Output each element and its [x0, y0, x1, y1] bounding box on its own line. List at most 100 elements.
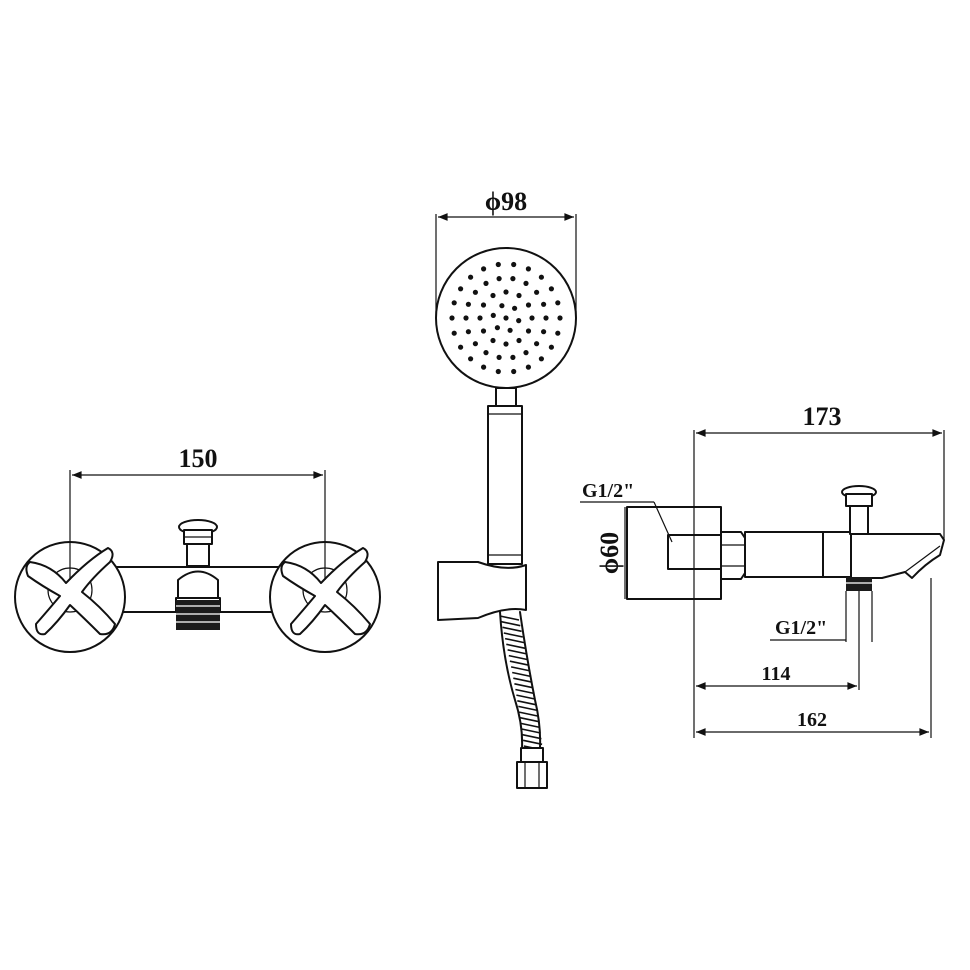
nozzle-dot: [511, 305, 518, 311]
hose-ridge: [521, 728, 541, 734]
side-view: 173 G1/2" ϕ60 G1/2" 114: [580, 402, 945, 738]
nozzle-dot: [472, 341, 478, 347]
nozzle-dot: [503, 341, 509, 347]
hose-connector-nut: [516, 747, 548, 789]
nozzle-dot: [468, 356, 474, 362]
hose-ridge: [516, 694, 536, 700]
nozzle-dot: [507, 327, 513, 333]
nozzle-dot: [541, 301, 547, 307]
hose-ridge: [503, 632, 523, 638]
nozzle-dot: [523, 350, 529, 356]
nozzle-dot: [503, 315, 509, 321]
inlet-thread-callout: G1/2": [580, 480, 673, 543]
side-diverter: [841, 485, 877, 535]
dimension-label-162: 162: [797, 709, 827, 731]
hose-ridge: [522, 733, 542, 740]
hose-ridge: [517, 700, 537, 706]
nozzle-dot: [480, 328, 487, 334]
nozzle-dot: [503, 289, 509, 295]
nozzle-dot: [523, 280, 529, 286]
hose-ridge: [508, 654, 528, 661]
nozzle-dot: [548, 286, 555, 292]
nozzle-dot: [529, 315, 535, 321]
hand-shower-view: ϕ98: [435, 187, 577, 789]
shower-head: [435, 247, 577, 389]
nozzle-dot: [495, 261, 501, 268]
nozzle-dot: [451, 330, 457, 336]
nozzle-dot: [481, 364, 487, 370]
nozzle-dot: [463, 315, 469, 321]
shower-hose: [499, 611, 543, 751]
dimension-162: 162: [695, 578, 932, 738]
nozzle-dot: [510, 276, 516, 282]
shower-holder: [437, 561, 527, 621]
dimension-label-60: ϕ60: [595, 532, 624, 574]
nozzle-dot: [490, 337, 496, 344]
nozzle-dot: [516, 337, 522, 344]
nozzle-dot: [548, 344, 555, 350]
nozzle-dot: [449, 315, 455, 321]
nozzle-dot: [483, 280, 489, 286]
nozzle-dot: [541, 329, 547, 335]
nozzle-dot: [543, 315, 549, 321]
nozzle-dot: [525, 302, 532, 308]
dimension-diameter-98: ϕ98: [435, 187, 577, 318]
hose-ridge: [513, 677, 533, 683]
nozzle-dot: [496, 276, 502, 282]
hose-ridge: [504, 637, 525, 644]
dimension-diameter-60: ϕ60: [595, 507, 626, 599]
dimension-150: 150: [69, 444, 326, 580]
nozzle-dot: [516, 292, 522, 299]
hose-ridge: [518, 705, 538, 712]
nozzle-dot: [495, 368, 501, 375]
dimension-label-98: ϕ98: [485, 187, 527, 216]
dimension-label-173: 173: [803, 402, 842, 431]
hose-ridge: [519, 716, 540, 723]
hose-ridge: [520, 722, 540, 729]
hose-ridge: [499, 615, 520, 621]
nozzle-dot: [480, 302, 487, 308]
nozzle-dot: [458, 286, 464, 292]
right-cross-handle: [269, 541, 381, 653]
hose-ridge: [506, 643, 526, 650]
nozzle-dot: [483, 350, 489, 356]
nozzle-dot: [511, 368, 517, 375]
hose-ridge: [518, 711, 539, 717]
nozzle-dot: [465, 301, 471, 307]
dimension-173: 173: [693, 402, 945, 738]
nozzle-dot: [534, 289, 540, 295]
diverter-knob: [178, 519, 218, 567]
nozzle-dot: [494, 325, 500, 331]
dimension-114: 114: [695, 591, 860, 690]
spout: [850, 533, 945, 579]
nozzle-dot: [496, 354, 502, 360]
nozzle-dot: [510, 354, 516, 360]
hose-ridge: [512, 671, 532, 678]
hose-ridge: [514, 683, 534, 689]
dimension-label-150: 150: [179, 444, 218, 473]
hose-ridge: [507, 649, 527, 655]
hose-ridge: [501, 620, 521, 627]
nozzle-dot: [451, 300, 457, 306]
nozzle-dot: [481, 266, 487, 272]
hex-nut: [720, 531, 746, 580]
nozzle-dot: [555, 330, 561, 336]
shower-handle: [487, 405, 523, 565]
front-view: 150: [14, 444, 381, 653]
outlet-thread-label: G1/2": [775, 617, 827, 639]
nozzle-dot: [468, 274, 474, 280]
hose-ridge: [502, 626, 522, 633]
hose-ridge: [510, 666, 531, 672]
nozzle-dot: [511, 261, 517, 268]
nozzle-dot: [555, 300, 561, 306]
nozzle-dot: [538, 356, 545, 362]
hose-ridge: [522, 739, 543, 746]
nozzle-dot: [525, 328, 532, 334]
nozzle-dot: [477, 315, 483, 321]
outlet-thread-callout: G1/2": [770, 591, 873, 642]
nozzle-dot: [534, 341, 540, 347]
nozzle-dot: [499, 303, 505, 309]
nozzle-dot: [557, 315, 563, 321]
dimension-label-114: 114: [762, 663, 791, 685]
